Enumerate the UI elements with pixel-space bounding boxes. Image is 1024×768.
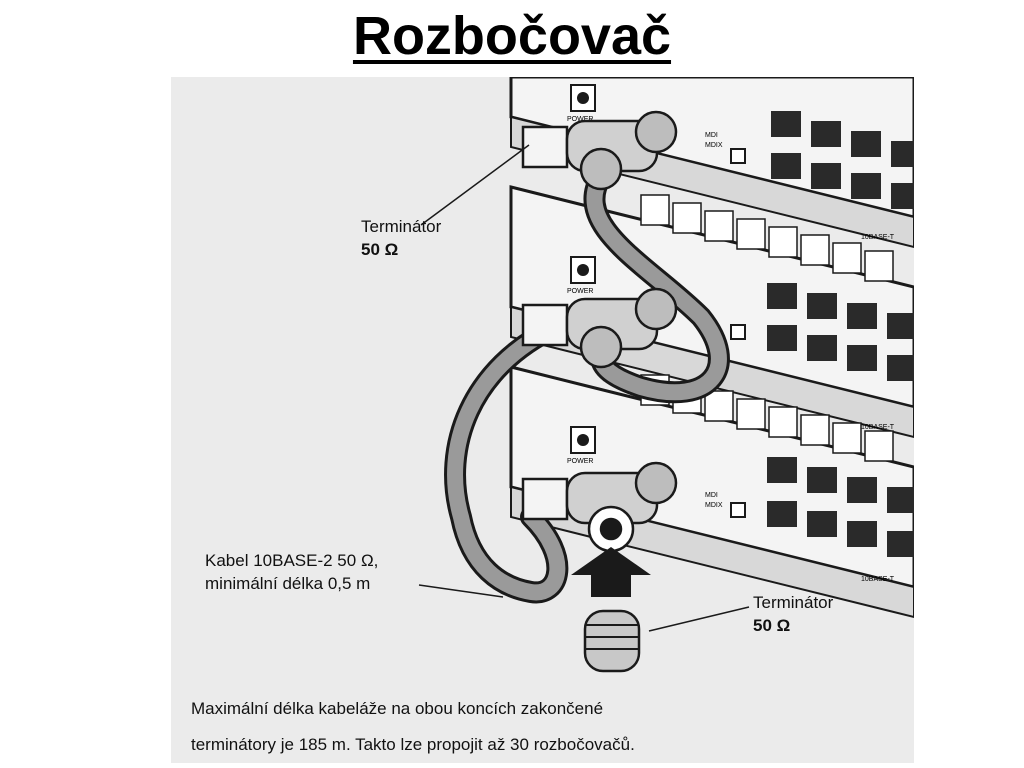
power-label-2: POWER [567, 288, 593, 295]
terminator-top-label: Terminátor 50 Ω [361, 215, 441, 261]
terminator-bottom-label: Terminátor 50 Ω [753, 591, 833, 637]
loose-terminator [583, 609, 641, 673]
terminator-1 [521, 125, 569, 169]
model-label-2: 10BASE-T [861, 424, 895, 431]
rj45-ports-2 [767, 283, 914, 381]
bnc-connectors [521, 110, 678, 553]
power-socket-3 [570, 426, 596, 454]
power-label-1: POWER [567, 116, 593, 123]
cable-label: Kabel 10BASE-2 50 Ω, minimální délka 0,5… [205, 549, 378, 595]
mdi-switch-1 [730, 148, 746, 164]
caption-line2: terminátory je 185 m. Takto lze propojit… [191, 735, 635, 754]
terminator-top-label-line1: Terminátor [361, 217, 442, 236]
figure-caption: Maximální délka kabeláže na obou koncích… [191, 691, 891, 763]
hub-diagram: POWER MDI MDIX 10BASE-T POWER [171, 77, 914, 763]
model-label-1: 10BASE-T [861, 234, 895, 241]
mdi-switch-2 [730, 324, 746, 340]
leader-lines [418, 144, 750, 632]
caption-line1: Maximální délka kabeláže na obou koncích… [191, 699, 604, 718]
terminator-top-label-line2: 50 Ω [361, 240, 399, 259]
rj45-ports-1 [771, 111, 914, 209]
mdix-label-1: MDIX [705, 142, 723, 149]
mdi-switch-3 [730, 502, 746, 518]
terminator-bottom-label-line2: 50 Ω [753, 616, 791, 635]
cable-label-line2: minimální délka 0,5 m [205, 574, 371, 593]
cable-label-line1: Kabel 10BASE-2 50 Ω, [205, 551, 379, 570]
mdi-label-3: MDI [705, 492, 718, 499]
rj45-ports-3 [767, 457, 914, 557]
power-label-3: POWER [567, 458, 593, 465]
insert-arrow [571, 547, 651, 597]
mdi-label-1: MDI [705, 132, 718, 139]
model-label-3: 10BASE-T [861, 576, 895, 583]
mdix-label-3: MDIX [705, 502, 723, 509]
hub-stack-illustration: POWER MDI MDIX 10BASE-T POWER [418, 77, 914, 673]
coax-cables [444, 166, 730, 604]
terminator-bottom-label-line1: Terminátor [753, 593, 834, 612]
slide-title: Rozbočovač [0, 0, 1024, 76]
slide-title-text: Rozbočovač [352, 6, 672, 66]
